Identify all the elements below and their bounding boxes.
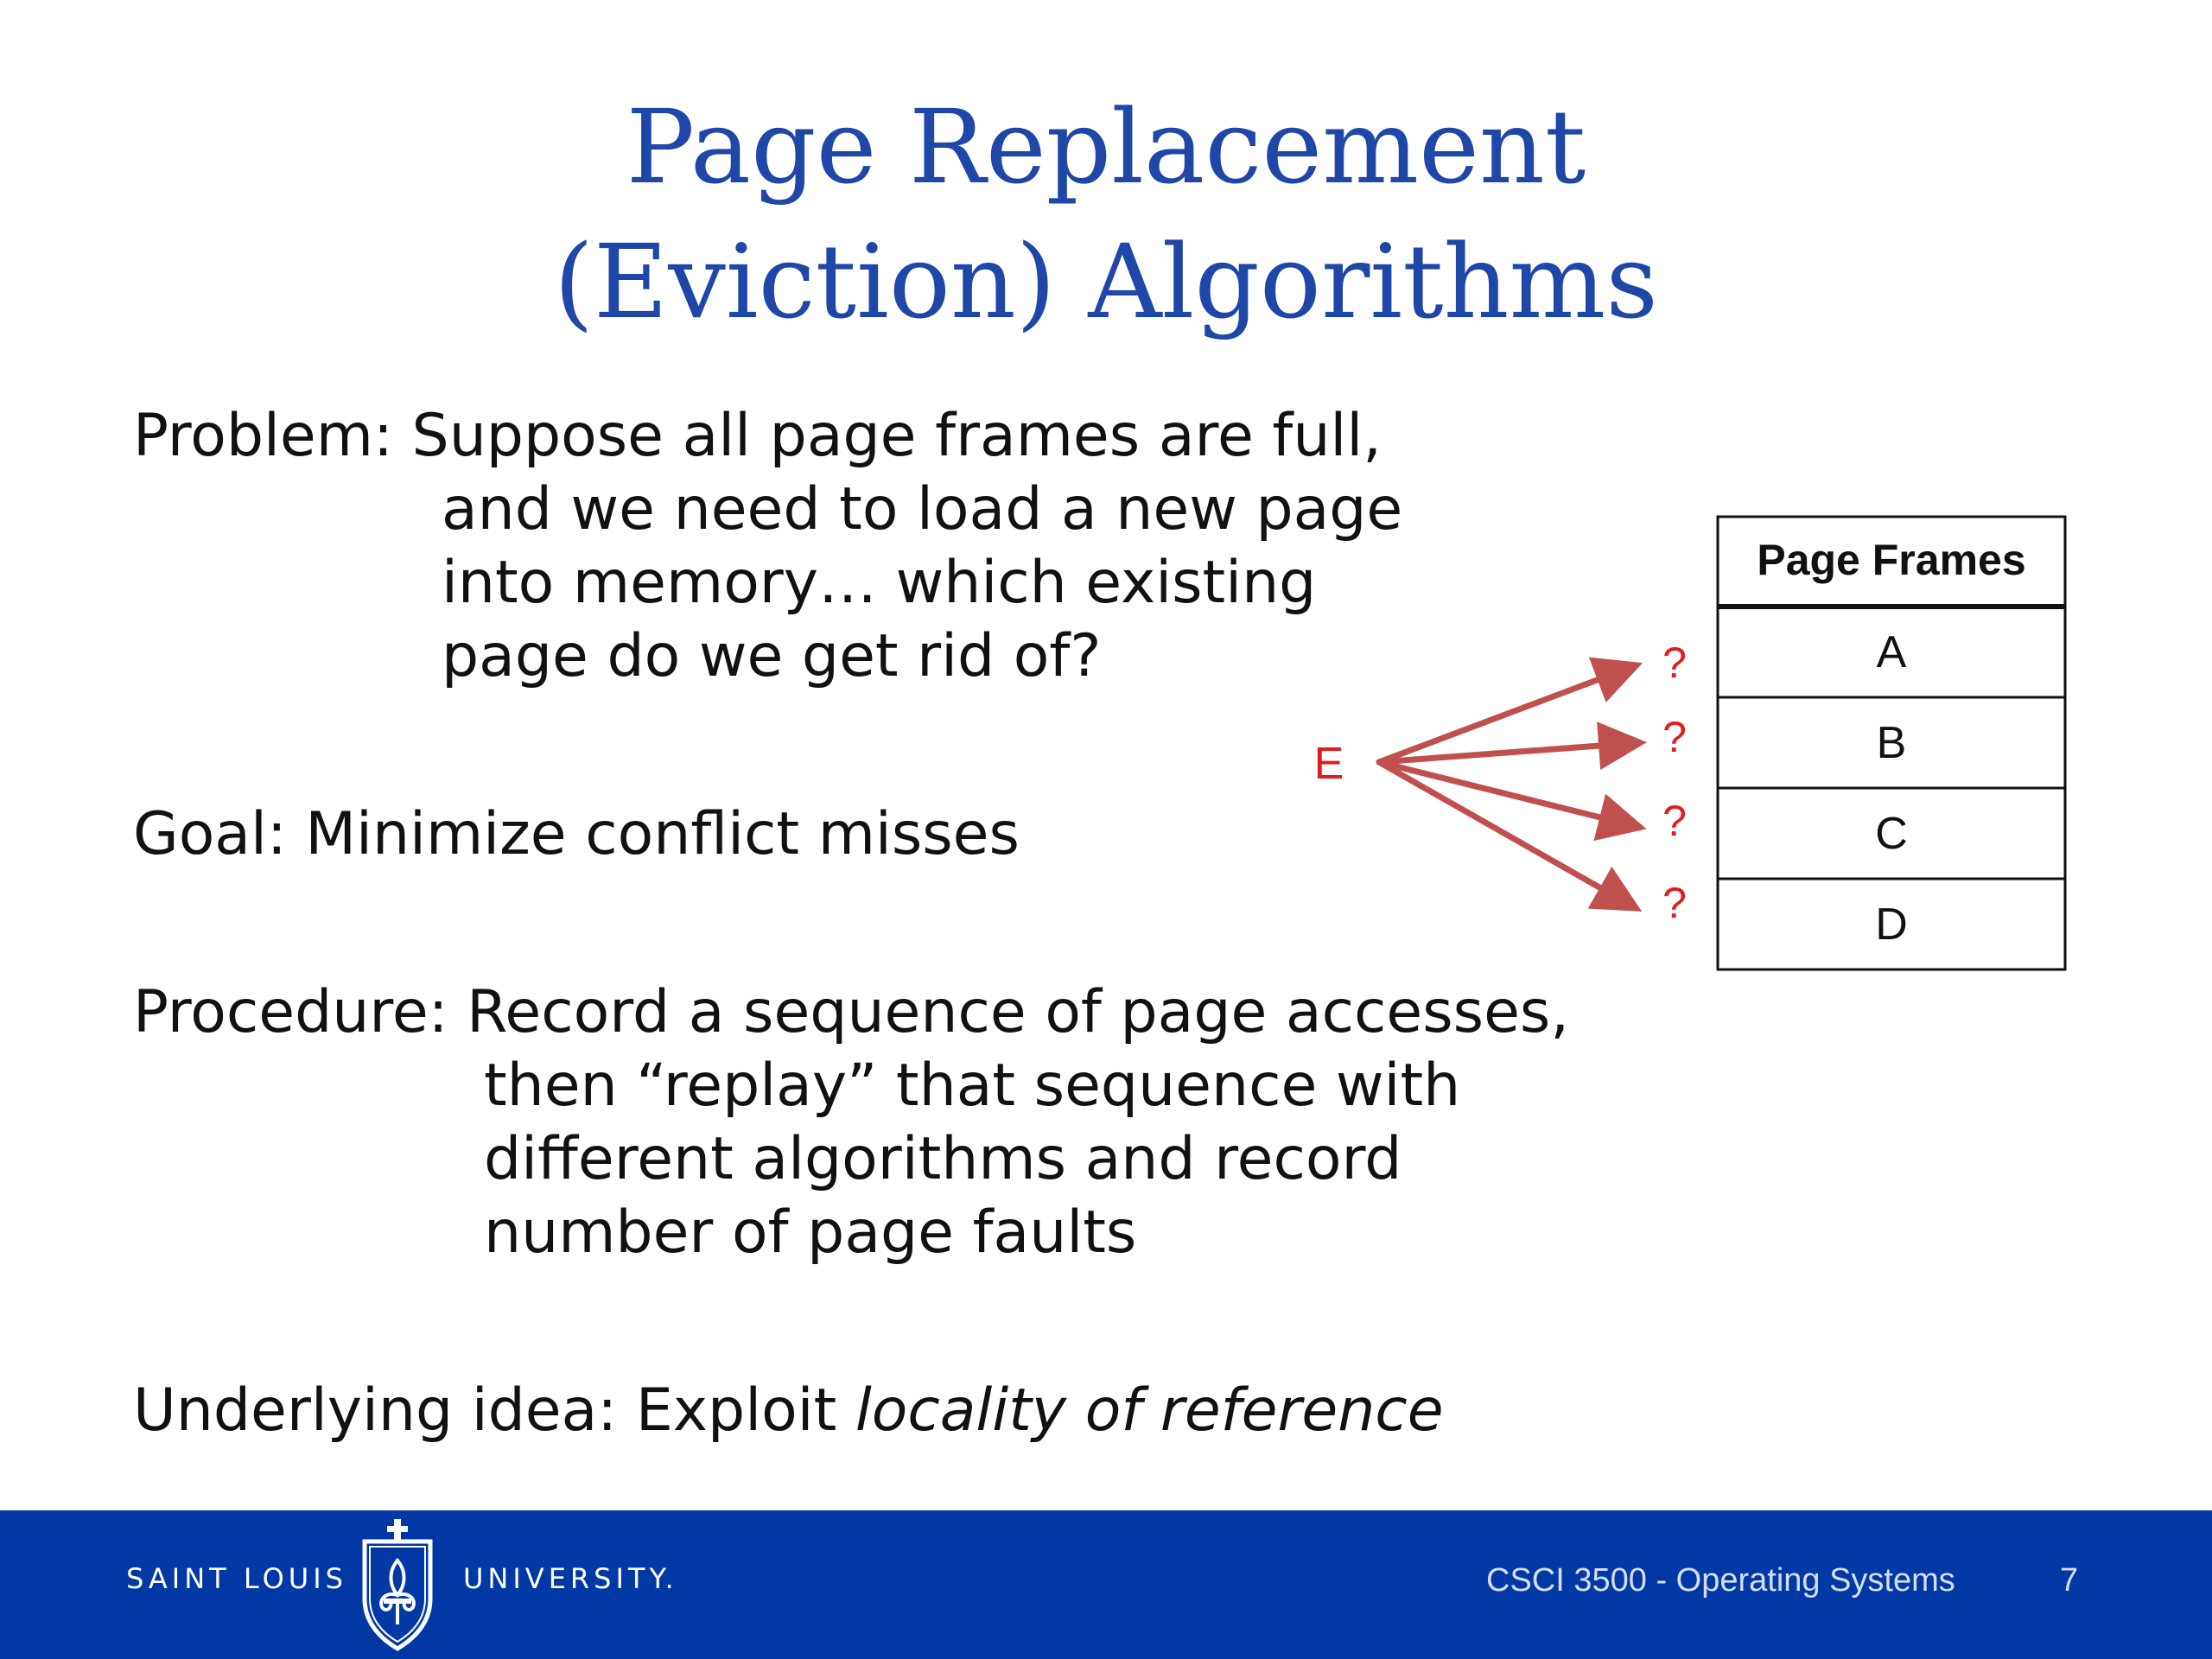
brand-saint-louis: SAINT LOUIS [126,1562,347,1595]
title-line-1: Page Replacement [626,87,1586,207]
procedure-line: Procedure: Record a sequence of page acc… [133,978,1569,1046]
slide-number: 7 [2060,1562,2079,1599]
procedure-paragraph: Procedure: Record a sequence of page acc… [133,976,1569,1269]
goal-paragraph: Goal: Minimize conflict misses [133,798,1020,871]
university-seal-icon [362,1519,433,1651]
question-mark-d: ? [1662,879,1687,927]
frame-label-c: C [1875,809,1908,859]
underlying-prefix: Underlying idea: Exploit [133,1376,855,1445]
course-name: CSCI 3500 - Operating Systems [1486,1562,1955,1599]
problem-line: Problem: Suppose all page frames are ful… [133,402,1382,470]
page-frames-table: Page Frames A B C D [1716,515,2067,971]
title-line-2: (Eviction) Algorithms [554,222,1658,341]
arrow-to-c [1376,759,1647,841]
procedure-line: different algorithms and record [484,1125,1402,1193]
slide-title: Page Replacement (Eviction) Algorithms [0,79,2212,349]
problem-line: and we need to load a new page [442,475,1403,543]
procedure-line: then “replay” that sequence with [484,1052,1461,1120]
table-header: Page Frames [1757,536,2025,584]
arrow-to-b [1376,721,1647,771]
incoming-page-label: E [1314,739,1344,789]
frame-label-d: D [1875,899,1908,950]
eviction-arrows [1376,657,1647,912]
arrow-to-a [1376,657,1643,766]
table-header-cell [1716,515,2067,608]
frame-label-a: A [1877,627,1907,677]
footer-bar: SAINT LOUIS UNIVERSITY. CSCI 3500 - Oper… [0,1510,2212,1659]
question-mark-b: ? [1662,713,1687,761]
underlying-emphasis: locality of reference [855,1376,1444,1445]
problem-line: into memory… which existing [442,549,1317,617]
problem-line: page do we get rid of? [442,622,1102,690]
question-mark-c: ? [1662,797,1687,845]
goal-text: Goal: Minimize conflict misses [133,800,1020,868]
frame-label-b: B [1877,718,1907,768]
brand-university: UNIVERSITY. [463,1562,678,1595]
frame-cell-d [1716,877,2067,971]
procedure-line: number of page faults [484,1198,1137,1267]
page-frames-diagram: Page Frames A B C D E ? ? ? ? [1314,515,2067,971]
underlying-idea-paragraph: Underlying idea: Exploit locality of ref… [133,1374,1444,1447]
question-mark-a: ? [1662,639,1687,687]
problem-paragraph: Problem: Suppose all page frames are ful… [133,399,1402,693]
arrow-to-d [1376,759,1643,912]
